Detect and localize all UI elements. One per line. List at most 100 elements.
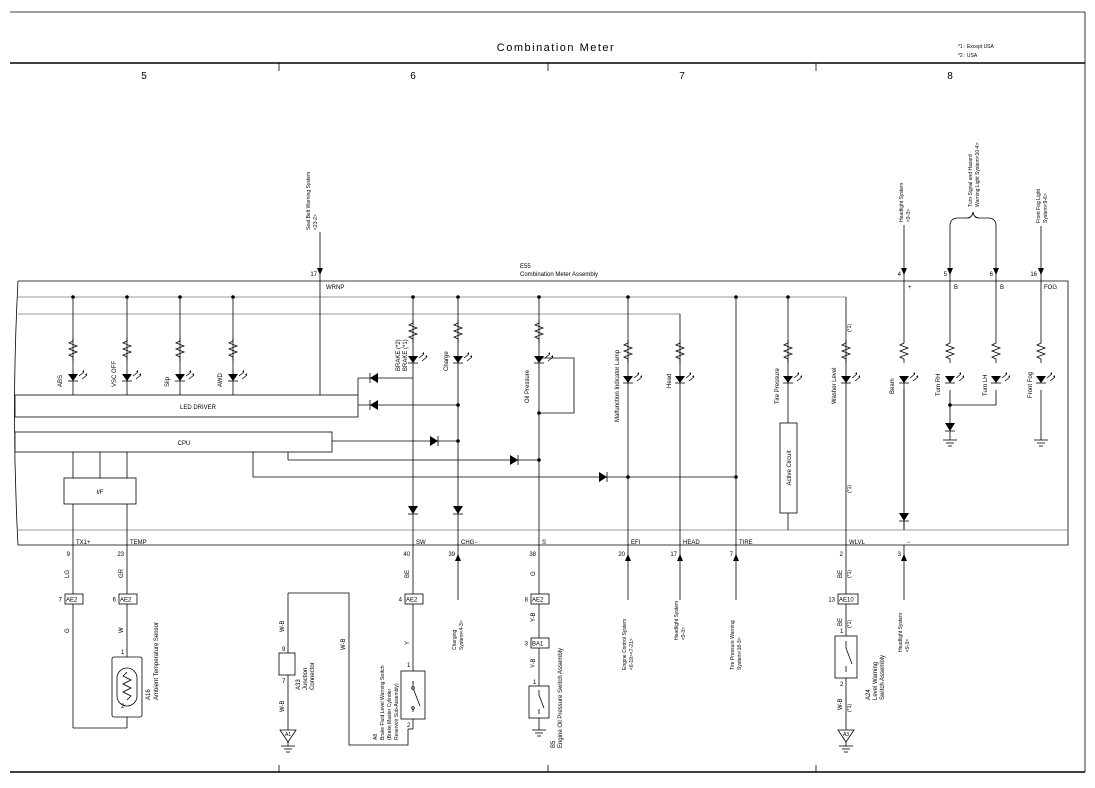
lamp-beam-label: Beam [890, 378, 896, 394]
ground-turn [943, 439, 957, 447]
resistor [1035, 340, 1047, 363]
svg-text:5: 5 [944, 272, 948, 278]
resistor [674, 340, 686, 363]
a33-junction-connector [278, 652, 296, 676]
svg-text:1: 1 [407, 663, 411, 669]
lamp-oil-pressure-label: Oil Pressure [525, 369, 531, 403]
a24-label: A24 [866, 689, 872, 700]
resistor [452, 320, 464, 343]
svg-text:W-B: W-B [280, 700, 286, 712]
diode [369, 400, 378, 410]
column-5: 5 [141, 71, 147, 82]
bottom-pin-number: 23 [117, 552, 124, 558]
svg-text:W-B: W-B [280, 620, 286, 632]
connector-code: AE2 [406, 598, 418, 604]
svg-text:Warning Light System<10-4>: Warning Light System<10-4> [975, 142, 981, 207]
svg-text:9: 9 [282, 647, 286, 653]
resistor [840, 340, 852, 363]
bottom-pin-name: TX1+ [76, 540, 91, 546]
diode-layer [369, 373, 955, 522]
connector-code: AE2 [532, 598, 544, 604]
lamp-washer-level-label: Washer Level [832, 368, 838, 404]
junction-dot [456, 403, 460, 407]
ground-a1 [279, 729, 297, 753]
diode [899, 513, 909, 522]
connector-box [837, 593, 859, 605]
connector-box [530, 637, 550, 649]
svg-text:G: G [531, 571, 537, 576]
bottom-pin-name: TIRE [739, 540, 753, 546]
tire-warning-ref: Tire Pressure Warning [730, 620, 736, 670]
svg-text:GR: GR [119, 568, 125, 578]
a16-label: A16 [146, 689, 152, 700]
svg-text:6: 6 [990, 272, 994, 278]
ground-a3-label: A3 [843, 732, 849, 738]
lower-wiring: 1 2 A16 Ambient Temperature Sensor 9 7 A… [65, 554, 911, 748]
pin-wrnp: WRNP [326, 285, 344, 291]
bottom-pin-name: WLVL [849, 540, 866, 546]
svg-text:1: 1 [840, 629, 844, 635]
led-rays [544, 353, 554, 362]
bottom-pin-name: SW [416, 540, 426, 546]
column-7: 7 [679, 71, 685, 82]
junction-dot [626, 295, 630, 299]
connector-pin: 3 [525, 642, 529, 648]
resistor [622, 340, 634, 363]
diode [945, 423, 955, 432]
resistor [782, 340, 794, 363]
bottom-pin-name: CHG− [461, 540, 478, 546]
engine-control-ref: Engine Control System [622, 619, 628, 670]
resistor [67, 338, 79, 361]
bottom-pin-number: 40 [403, 552, 410, 558]
svg-text:Brake Fluid Level Warning Swit: Brake Fluid Level Warning Switch [380, 665, 386, 740]
svg-text:<9-3>: <9-3> [906, 209, 912, 222]
svg-text:B: B [954, 285, 958, 291]
svg-text:W: W [119, 627, 125, 633]
note-usa: *2 : USA [958, 53, 978, 59]
ground-a1-label: A1 [285, 732, 291, 738]
cpu-label: CPU [178, 441, 191, 447]
bottom-pin-number: 20 [618, 552, 625, 558]
led-driver-block [14, 394, 359, 418]
resistor [990, 340, 1002, 363]
led-rays [418, 353, 428, 362]
connector-code: AE2 [66, 598, 78, 604]
led-rays [793, 373, 803, 382]
svg-text:<23-2>: <23-2> [313, 214, 319, 230]
a33-label: A33 [296, 679, 302, 690]
svg-text:BE: BE [405, 570, 411, 578]
resistor [944, 340, 956, 363]
bottom-pin-number: 38 [529, 552, 536, 558]
junction-dot [125, 295, 129, 299]
bottom-pin-name: TEMP [130, 540, 147, 546]
svg-text:G: G [65, 628, 71, 633]
connector-pin: 13 [828, 598, 835, 604]
bottom-pin-number: 9 [67, 552, 71, 558]
lamp-turn-lh-label: Turn LH [983, 375, 989, 396]
diode [369, 373, 378, 383]
bottom-pin-name: HEAD [683, 540, 700, 546]
lamp-layer [67, 320, 1056, 384]
connector-code: AE2 [120, 598, 132, 604]
lamp-vsc-off-label: VSC OFF [112, 361, 118, 387]
led-rays [463, 353, 473, 362]
junction-dot [411, 295, 415, 299]
svg-text:4: 4 [898, 272, 902, 278]
svg-text:BE: BE [838, 570, 844, 578]
resistor [174, 338, 186, 361]
svg-text:W-B: W-B [838, 698, 844, 710]
resistor [407, 320, 419, 343]
resistor [121, 338, 133, 361]
junction-dot [734, 475, 738, 479]
connector-pin: 8 [525, 598, 529, 604]
junction-dot [734, 295, 738, 299]
lamp-circuit-10 [840, 340, 861, 384]
connector-box [530, 593, 550, 605]
header: Combination Meter *1 : Except USA *2 : U… [10, 11, 1086, 773]
svg-text:W-B: W-B [341, 638, 347, 650]
led-diode [945, 376, 955, 383]
svg-text:<9-3>: <9-3> [905, 639, 911, 652]
